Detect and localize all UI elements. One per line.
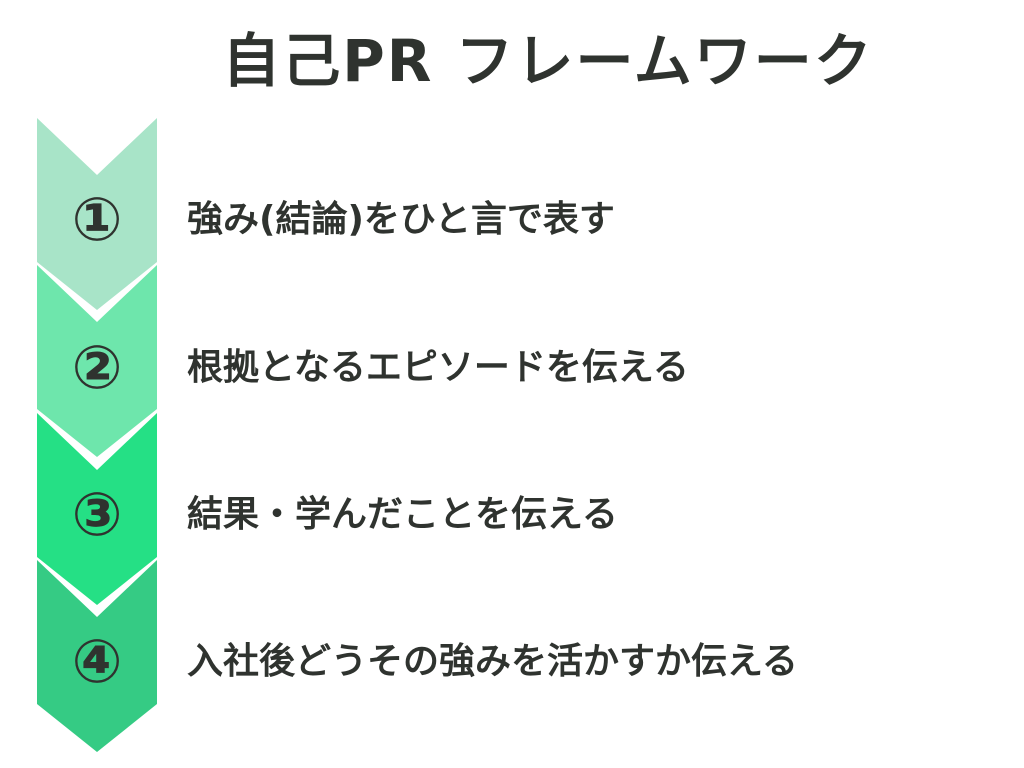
chevron-step-2 [37, 265, 157, 457]
step-text-2: 根拠となるエピソードを伝える [187, 347, 689, 388]
step-text-1: 強み(結論)をひと言で表す [187, 199, 615, 240]
chevron-step-1 [37, 118, 157, 310]
step-number-2: ② [71, 333, 123, 403]
step-number-3: ③ [71, 480, 123, 550]
step-number-4: ④ [71, 627, 123, 697]
step-text-4: 入社後どうその強みを活かすか伝える [187, 641, 798, 682]
step-number-1: ① [71, 185, 123, 255]
step-text-3: 結果・学んだことを伝える [187, 494, 618, 535]
page-title: 自己PR フレームワーク [222, 27, 874, 95]
chevron-step-4 [37, 560, 157, 752]
chevron-step-3 [37, 413, 157, 605]
